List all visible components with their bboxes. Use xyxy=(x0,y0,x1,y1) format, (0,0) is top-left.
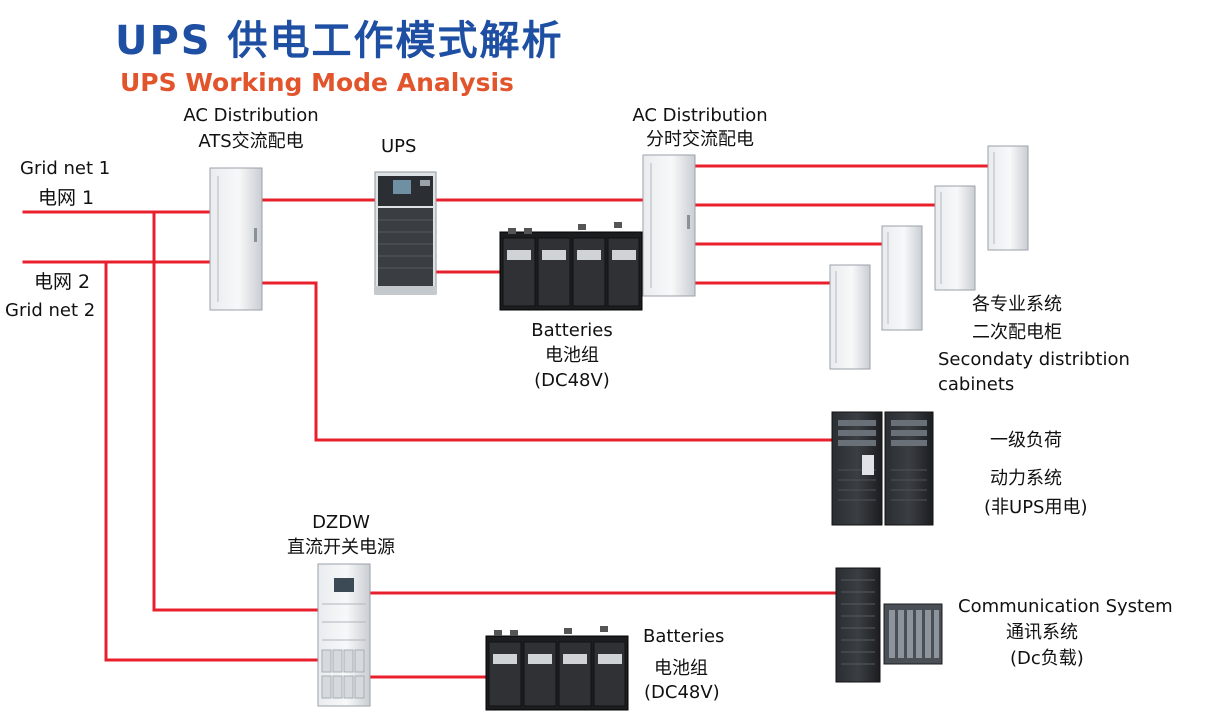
battery2-cn-label: 电池组 xyxy=(654,658,708,679)
grid1-to-dzdw-line xyxy=(152,210,320,612)
grid2-en-label: Grid net 2 xyxy=(5,300,96,321)
grid1-cn-label: 电网 1 xyxy=(38,187,95,209)
secondary-cabinet-icon-4 xyxy=(829,264,871,370)
acdist-cabinet-icon xyxy=(642,154,696,297)
acdist2-cn-label: 分时交流配电 xyxy=(646,129,754,150)
grid2-cn-label: 电网 2 xyxy=(34,271,91,293)
battery1-voltage-label: (DC48V) xyxy=(534,370,610,391)
secondary-cabinet-icon-2 xyxy=(934,185,976,291)
battery1-en-label: Batteries xyxy=(531,320,613,341)
secondary-cn-label-2: 二次配电柜 xyxy=(972,322,1062,343)
ats-cn-label: ATS交流配电 xyxy=(198,131,304,152)
battery2-voltage-label: (DC48V) xyxy=(644,682,720,703)
comm-en-label: Communication System xyxy=(958,596,1173,617)
comm-load-label: (Dc负载) xyxy=(1010,648,1084,669)
battery-bank-icon-1 xyxy=(499,222,643,311)
grid2-to-dzdw-line xyxy=(104,260,320,662)
power-lines xyxy=(22,164,990,679)
battery1-cn-label: 电池组 xyxy=(545,345,599,366)
communication-server-icon xyxy=(835,567,943,683)
dzdw-en-label: DZDW xyxy=(312,512,370,533)
secondary-en-label-1: Secondaty distribtion xyxy=(938,349,1130,370)
diagram-subtitle: UPS Working Mode Analysis xyxy=(120,68,514,97)
comm-cn-label: 通讯系统 xyxy=(1006,622,1078,643)
diagram-title: UPS 供电工作模式解析 xyxy=(115,18,564,64)
ups-unit-icon xyxy=(374,171,437,295)
ats-en-label: AC Distribution xyxy=(183,105,319,126)
secondary-en-label-2: cabinets xyxy=(938,374,1015,395)
battery-bank-icon-2 xyxy=(485,626,629,711)
ats-cabinet-icon xyxy=(209,167,263,311)
secondary-cabinet-icon-1 xyxy=(987,145,1029,251)
secondary-cabinet-icon-3 xyxy=(881,225,923,331)
primary-load-label-2: 动力系统 xyxy=(990,468,1062,489)
primary-load-label-1: 一级负荷 xyxy=(990,430,1062,451)
battery2-en-label: Batteries xyxy=(643,626,725,647)
primary-load-server-icon xyxy=(831,411,934,526)
dzdw-rectifier-icon xyxy=(317,563,371,707)
ups-label: UPS xyxy=(381,136,417,157)
primary-load-label-3: (非UPS用电) xyxy=(984,497,1088,518)
ats-to-primary-load-line xyxy=(260,281,834,442)
dzdw-cn-label: 直流开关电源 xyxy=(287,537,395,558)
acdist2-en-label: AC Distribution xyxy=(632,105,768,126)
grid1-en-label: Grid net 1 xyxy=(20,158,111,179)
secondary-cn-label-1: 各专业系统 xyxy=(972,294,1062,315)
